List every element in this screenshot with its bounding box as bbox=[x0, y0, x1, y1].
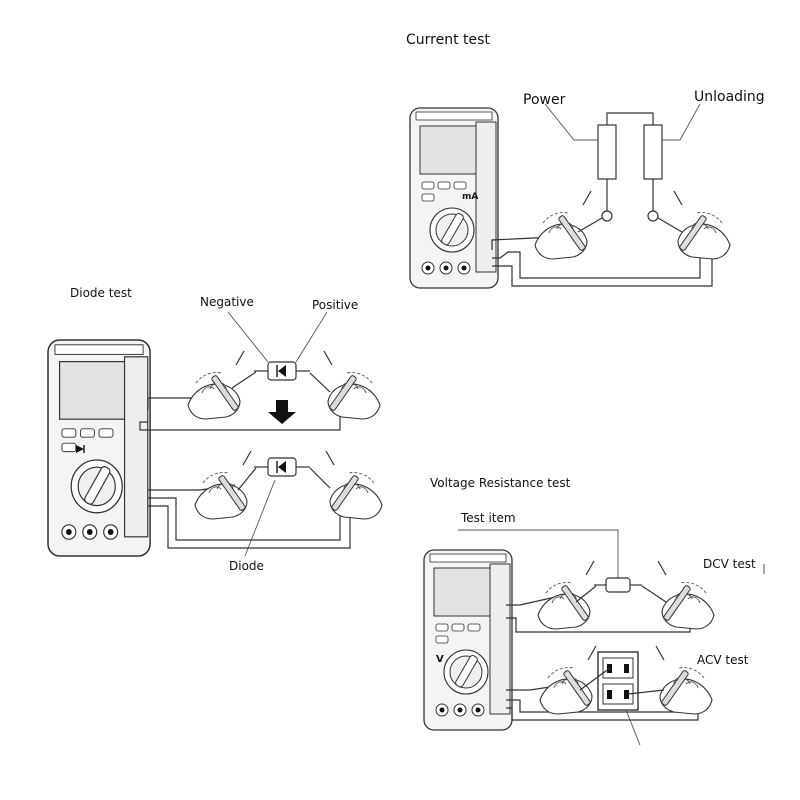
down-arrow-icon bbox=[268, 400, 296, 424]
current-right-hand-probe bbox=[674, 191, 730, 259]
acv-test-label: ACV test bbox=[697, 653, 749, 667]
power-label: Power bbox=[523, 92, 566, 108]
diode-multimeter bbox=[48, 340, 150, 556]
current-test-title: Current test bbox=[406, 32, 490, 48]
voltage-resistance-test-section: V Voltage Resistance test Test item DCV … bbox=[424, 476, 764, 745]
voltage-dial-mark: V bbox=[436, 654, 444, 665]
voltage-multimeter bbox=[424, 550, 512, 730]
current-multimeter bbox=[410, 108, 498, 288]
voltage-resistance-test-title: Voltage Resistance test bbox=[430, 476, 571, 490]
current-left-hand-probe bbox=[535, 191, 591, 259]
unloading-label: Unloading bbox=[694, 89, 765, 105]
diode-test-section: Diode test Negative Positive Diode bbox=[48, 286, 382, 573]
current-dial-mark: mA bbox=[462, 192, 478, 202]
test-item-label: Test item bbox=[460, 511, 516, 525]
dcv-right-hand bbox=[658, 561, 714, 629]
diode-test-title: Diode test bbox=[70, 286, 132, 300]
current-test-section: mA Current test Power Unloading bbox=[406, 32, 765, 288]
positive-label: Positive bbox=[312, 298, 358, 312]
diode-label: Diode bbox=[229, 559, 264, 573]
negative-label: Negative bbox=[200, 295, 254, 309]
diode-upper-right-hand bbox=[324, 351, 380, 419]
diode-lower-right-hand bbox=[326, 451, 382, 519]
dcv-test-label: DCV test bbox=[703, 557, 756, 571]
acv-left-hand bbox=[540, 646, 596, 714]
